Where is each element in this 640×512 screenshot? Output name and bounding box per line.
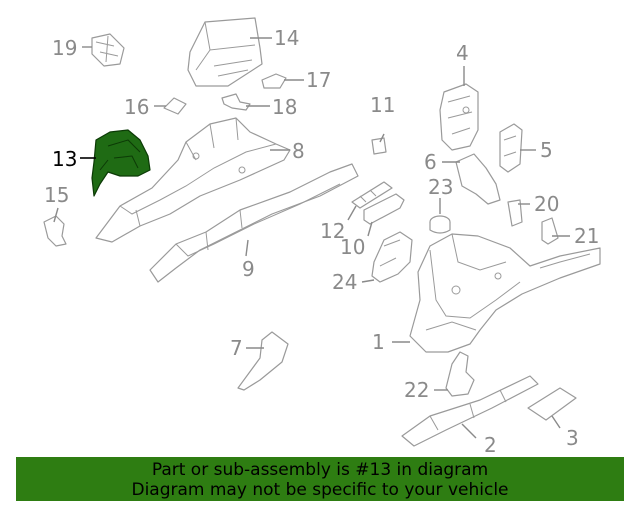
part-23 (429, 215, 451, 234)
part-13-highlighted (91, 129, 151, 197)
leader-lines (53, 37, 570, 439)
part-22 (445, 351, 475, 397)
part-2 (401, 375, 539, 447)
callout-3: 3 (566, 426, 579, 450)
callout-22: 22 (404, 378, 429, 402)
callout-10: 10 (340, 235, 365, 259)
banner-line-2: Diagram may not be specific to your vehi… (131, 480, 509, 500)
callout-6: 6 (424, 150, 437, 174)
part-5 (499, 123, 523, 173)
callout-12: 12 (320, 219, 345, 243)
callout-23: 23 (428, 175, 453, 199)
callout-14: 14 (274, 26, 299, 50)
part-20 (507, 199, 523, 227)
part-19 (91, 33, 125, 67)
callout-labels: 19 14 17 16 18 13 8 15 9 11 12 10 4 5 6 … (44, 26, 599, 456)
part-11 (371, 137, 387, 155)
callout-4: 4 (456, 41, 469, 65)
part-17 (261, 73, 287, 89)
callout-21: 21 (574, 224, 599, 248)
info-banner: Part or sub-assembly is #13 in diagram D… (16, 457, 624, 501)
part-21 (541, 217, 559, 245)
parts-diagram: 19 14 17 16 18 13 8 15 9 11 12 10 4 5 6 … (43, 17, 601, 456)
callout-2: 2 (484, 433, 497, 456)
part-6 (455, 153, 501, 205)
callout-13-highlighted: 13 (52, 147, 77, 171)
callout-18: 18 (272, 95, 297, 119)
part-8 (95, 117, 291, 243)
part-7 (237, 331, 289, 391)
callout-20: 20 (534, 192, 559, 216)
part-12 (351, 181, 393, 209)
callout-9: 9 (242, 257, 255, 281)
part-15 (43, 215, 67, 247)
callout-11: 11 (370, 93, 395, 117)
callout-19: 19 (52, 36, 77, 60)
callout-24: 24 (332, 270, 357, 294)
callout-7: 7 (230, 336, 243, 360)
part-24 (371, 231, 413, 283)
callout-15: 15 (44, 183, 69, 207)
part-18 (221, 93, 251, 111)
callout-16: 16 (124, 95, 149, 119)
callout-1: 1 (372, 330, 385, 354)
part-10 (363, 193, 405, 225)
callout-8: 8 (292, 139, 305, 163)
part-1 (409, 233, 601, 353)
banner-line-1: Part or sub-assembly is #13 in diagram (151, 460, 489, 480)
part-16 (163, 97, 187, 115)
part-9 (149, 163, 359, 283)
callout-17: 17 (306, 68, 331, 92)
callout-5: 5 (540, 138, 553, 162)
part-4 (439, 83, 479, 151)
part-3 (527, 387, 577, 421)
part-14 (187, 17, 263, 87)
